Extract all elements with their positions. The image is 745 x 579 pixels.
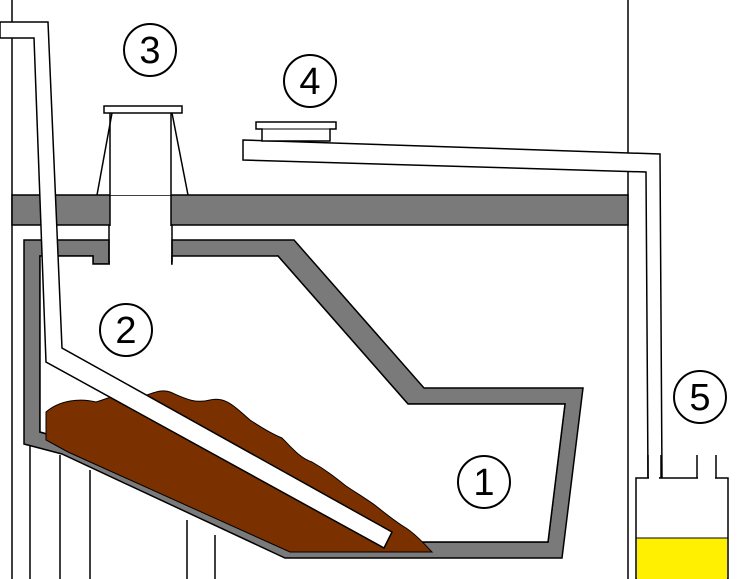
svg-text:3: 3 [139, 30, 160, 72]
label-5: 5 [673, 370, 727, 424]
label-3: 3 [123, 23, 177, 77]
label-4: 4 [283, 54, 337, 108]
outlet-tank [635, 455, 729, 579]
label-2: 2 [99, 303, 153, 357]
outlet-liquid [637, 538, 727, 579]
gas-neck [109, 111, 172, 197]
label-1: 1 [457, 455, 511, 509]
gas-valve-cap [103, 105, 183, 114]
support-legs [59, 455, 216, 579]
gas-valve-stand [96, 112, 189, 196]
inlet-pipe [0, 21, 393, 550]
svg-text:2: 2 [115, 310, 136, 352]
gas-neck-opening [110, 225, 171, 265]
svg-text:4: 4 [299, 61, 320, 103]
svg-text:5: 5 [689, 377, 710, 419]
svg-text:1: 1 [473, 462, 494, 504]
ground-slab [11, 194, 629, 226]
outlet-lid [255, 121, 337, 142]
